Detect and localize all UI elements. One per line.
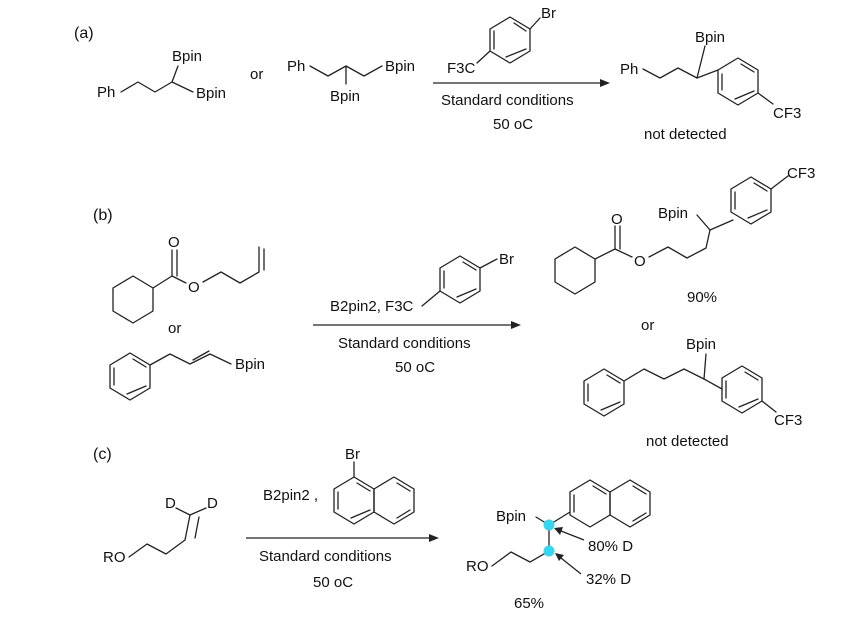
panel-b-label: (b) [93, 207, 113, 224]
panel-c-substrate-d2: D [207, 495, 218, 512]
panel-b-product-1-cyclohexane [554, 246, 596, 295]
panel-b-substrate-1-cyclohexane [112, 275, 154, 324]
panel-a-product-bpin: Bpin [695, 29, 725, 46]
panel-b-result: not detected [646, 433, 729, 450]
panel-c-product-ring-right [609, 479, 651, 528]
panel-b-product-1-chain [648, 229, 711, 259]
panel-a-substrate-2: Ph Bpin Bpin [287, 58, 415, 105]
panel-b-or-product: or [641, 317, 654, 334]
panel-b-substrate-2: Bpin [109, 350, 265, 401]
panel-c-reagent-br: Br [345, 446, 360, 463]
panel-c-substrate: RO D D [103, 495, 218, 566]
panel-b-substrate-1-o-carbonyl: O [168, 234, 180, 251]
panel-c-substrate-d1: D [165, 495, 176, 512]
panel-a-substrate-1: Ph Bpin Bpin [97, 48, 226, 102]
panel-a-result: not detected [644, 126, 727, 143]
panel-b-reagent-b2pin2: B2pin2, F3C [330, 298, 414, 315]
panel-b-product-1-cf3: CF3 [787, 165, 815, 182]
panel-c-reagent-b2pin2: B2pin2 , [263, 487, 318, 504]
panel-b-product-1-bpin: Bpin [658, 205, 688, 222]
panel-b-product-2-chain [623, 368, 705, 382]
panel-a-substrate-1-bpin-top: Bpin [172, 48, 202, 65]
panel-c-reagent: Br B2pin2 , [263, 446, 415, 525]
panel-a-substrate-1-bond-up [171, 65, 179, 83]
panel-c-yield: 65% [514, 595, 544, 612]
panel-a-product-chain [642, 67, 698, 79]
panel-b-substrate-2-bpin: Bpin [235, 356, 265, 373]
panel-a-product-cf3: CF3 [773, 105, 801, 122]
panel-b-substrate-1-chain [202, 246, 260, 284]
panel-c-substrate-chain [128, 514, 191, 558]
panel-a-product-bpin-bond [696, 45, 706, 79]
panel-c-reagent-ring-right [373, 476, 415, 525]
panel-a-substrate-1-chain [120, 81, 173, 93]
panel-a-substrate-2-bpin-bottom: Bpin [330, 88, 360, 105]
panel-a-conditions: Standard conditions [441, 92, 574, 109]
panel-b-temperature: 50 oC [395, 359, 435, 376]
panel-a-reagent-cf3: F3C [447, 60, 476, 77]
panel-b-product-2-ring-right [721, 365, 763, 414]
panel-b-product-1-o-ester: O [634, 253, 646, 270]
panel-a-substrate-1-ph: Ph [97, 84, 115, 101]
panel-a-substrate-2-bpin-right: Bpin [385, 58, 415, 75]
panel-b-product-2-cf3: CF3 [774, 412, 802, 429]
panel-a-product-ring [717, 57, 759, 106]
panel-a-substrate-1-bpin-bottom: Bpin [196, 85, 226, 102]
panel-c-conditions: Standard conditions [259, 548, 392, 565]
panel-c-substrate-ro: RO [103, 549, 126, 566]
panel-c-product-ring-left [569, 479, 611, 528]
panel-b-substrate-1: O O [112, 234, 265, 324]
panel-a-label: (a) [74, 25, 94, 42]
panel-a-temperature: 50 oC [493, 116, 533, 133]
panel-c-product-chain [491, 524, 550, 567]
panel-a-arrowhead [600, 79, 610, 87]
panel-c-arrowhead [429, 534, 439, 542]
panel-c-annotation-arrow-1 [560, 530, 585, 541]
panel-b-reagent-br: Br [499, 251, 514, 268]
panel-b-product-1-yield: 90% [687, 289, 717, 306]
panel-c-deuterium-marker-2 [543, 545, 555, 557]
panel-b-product-1: O O Bpin CF3 [554, 165, 815, 295]
panel-a-reagent-br: Br [541, 5, 556, 22]
panel-a-or: or [250, 66, 263, 83]
panel-c-product: Bpin RO 80% D 32% D [466, 479, 651, 588]
panel-a-product-ph: Ph [620, 61, 638, 78]
panel-c-d-label-1: 80% D [588, 538, 633, 555]
panel-a-substrate-1-bond-right [171, 81, 194, 93]
panel-b-conditions: Standard conditions [338, 335, 471, 352]
panel-b-product-1-o-carbonyl: O [611, 211, 623, 228]
panel-b-reagent: Br B2pin2, F3C [330, 251, 514, 315]
panel-b-product-2: Bpin CF3 [583, 336, 802, 429]
panel-b-product-2-bpin: Bpin [686, 336, 716, 353]
panel-b-or: or [168, 320, 181, 337]
panel-a-reagent-cf3-bond [476, 50, 491, 64]
panel-c-label: (c) [93, 446, 112, 463]
panel-a-product: Ph Bpin CF3 [620, 29, 801, 122]
panel-a-reagent: Br F3C [447, 5, 556, 77]
panel-c-d-label-2: 32% D [586, 571, 631, 588]
panel-b-substrate-2-chain [149, 353, 232, 366]
panel-c-product-bpin: Bpin [496, 508, 526, 525]
panel-a-reagent-br-bond [529, 17, 541, 30]
panel-b-substrate-1-o-ester: O [188, 279, 200, 296]
panel-b-arrowhead [511, 321, 521, 329]
panel-c-temperature: 50 oC [313, 574, 353, 591]
panel-c-annotation-arrow-2 [560, 557, 582, 575]
panel-c-deuterium-marker-1 [543, 519, 555, 531]
panel-a-substrate-2-ph: Ph [287, 58, 305, 75]
panel-c-product-ro: RO [466, 558, 489, 575]
